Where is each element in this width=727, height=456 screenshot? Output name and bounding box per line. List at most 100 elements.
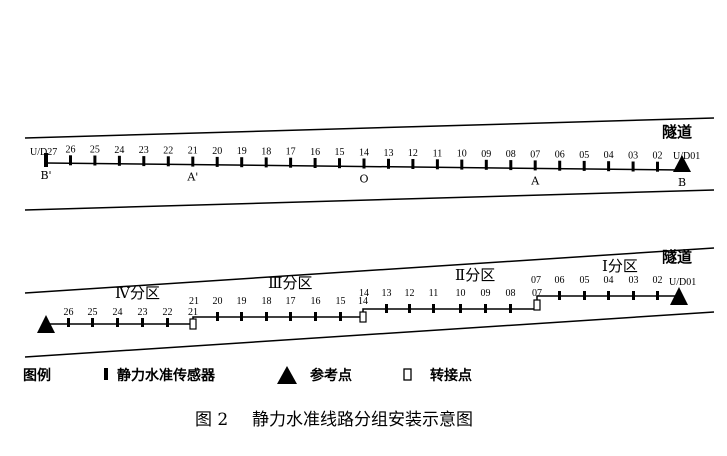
sensor-marker (67, 318, 70, 327)
sensor-label: 09 (481, 288, 491, 299)
sensor-marker (338, 158, 341, 169)
sensor-label: 14 (358, 296, 368, 307)
sensor-label: 10 (456, 288, 466, 299)
sensor-marker (91, 318, 94, 327)
figure-caption: 图 2 静力水准线路分组安装示意图 (195, 410, 473, 430)
sensor-label: 09 (481, 149, 491, 160)
sensor-tick-icon (104, 368, 108, 380)
sensor-label: 17 (286, 147, 296, 158)
sensor-label: 12 (408, 148, 418, 159)
sensor-marker (607, 291, 610, 300)
sensor-label: 11 (429, 288, 439, 299)
sensor-marker (459, 304, 462, 313)
legend: 图例 静力水准传感器 参考点 转接点 (23, 366, 472, 384)
sensor-label: 25 (90, 145, 100, 156)
transfer-point-marker (189, 318, 197, 330)
sensor-marker (117, 155, 121, 166)
legend-transfer-label: 转接点 (430, 367, 472, 384)
sensor-label: 25 (88, 307, 98, 318)
tunnel-wall-bottom-2 (24, 311, 715, 358)
sensor-label: 19 (237, 296, 247, 307)
zone-3-sensors: 21 20 19 18 17 16 15 14 (189, 296, 368, 323)
transfer-point-marker (533, 299, 541, 311)
sensor-marker (289, 312, 292, 321)
sensor-label: 02 (653, 275, 663, 286)
sensor-label: 22 (163, 145, 173, 156)
sensor-marker (362, 158, 366, 169)
sensor-marker (656, 291, 659, 300)
sensor-label: 02 (653, 151, 663, 162)
sensor-label: 14 (359, 288, 369, 299)
legend-title: 图例 (23, 367, 51, 384)
sensor-label: 16 (310, 147, 320, 158)
sensor-marker (93, 155, 97, 166)
sensor-marker (265, 312, 268, 321)
sensor-label: 19 (237, 146, 247, 157)
sensor-marker (432, 304, 435, 313)
sensor-label: 13 (382, 288, 392, 299)
sensor-label: 18 (261, 146, 271, 157)
sensor-label: 08 (506, 149, 516, 160)
sensor-marker (533, 160, 537, 171)
sensor-label: 18 (262, 296, 272, 307)
sensor-marker (484, 159, 488, 170)
sensor-marker (631, 161, 635, 172)
sensor-label: 05 (579, 150, 589, 161)
zone-1-sensors: 07 06 05 04 03 02 (531, 275, 663, 300)
sensor-marker (339, 312, 342, 321)
sensor-label: 21 (188, 146, 198, 157)
sensor-label: 15 (336, 296, 346, 307)
sensor-marker (582, 160, 586, 171)
sensor-label: 21 (188, 307, 198, 318)
sensor-label: 22 (163, 307, 173, 318)
point-label: B' (40, 169, 51, 182)
sensor-label: 07 (532, 288, 542, 299)
hollow-square-icon (403, 368, 412, 381)
sensor-marker (215, 156, 219, 167)
zone-2-sensors: 14 13 12 11 10 09 08 07 (359, 288, 542, 313)
zone-label-1: Ⅰ分区 (602, 257, 638, 275)
sensor-marker (116, 318, 119, 327)
point-label: A (530, 174, 540, 187)
sensor-label: 11 (433, 148, 443, 159)
sensor-marker (141, 318, 144, 327)
sensor-marker (313, 158, 317, 168)
sensor-label: 13 (384, 148, 394, 159)
sensor-marker (411, 159, 415, 169)
tunnel-label-2: 隧道 (662, 248, 692, 266)
sensor-marker (656, 161, 659, 172)
sensor-marker (558, 160, 562, 171)
sensor-label: 03 (628, 151, 638, 162)
sensor-label: 03 (629, 275, 639, 286)
reference-point-triangle-1 (673, 155, 691, 172)
sensor-marker (240, 312, 243, 321)
sensor-marker (166, 318, 169, 327)
sensor-marker (607, 161, 611, 172)
end-left-label-1: U/D27 (30, 147, 57, 158)
sensor-label: 04 (604, 150, 614, 161)
zone-label-4: Ⅳ分区 (115, 284, 160, 302)
sensor-label: 15 (335, 147, 345, 158)
tunnel-wall-top-1 (24, 117, 715, 139)
sensor-label: 05 (580, 275, 590, 286)
sensor-label: 26 (64, 307, 74, 318)
caption-number: 图 2 (195, 410, 228, 430)
sensor-label: 14 (359, 148, 369, 159)
sensor-label: 16 (311, 296, 321, 307)
point-label: B (678, 176, 686, 189)
sensor-label: 26 (66, 144, 76, 155)
sensor-label: 07 (531, 275, 541, 286)
caption-title: 静力水准线路分组安装示意图 (252, 410, 473, 430)
sensor-label: 12 (405, 288, 415, 299)
legend-sensor-label: 静力水准传感器 (117, 367, 216, 384)
sensor-marker (484, 304, 487, 313)
sensor-marker (216, 312, 219, 321)
legend-reference-label: 参考点 (310, 367, 352, 384)
sensor-label: 17 (286, 296, 296, 307)
zone-label-3: Ⅲ分区 (268, 274, 312, 292)
sensor-label: 24 (114, 145, 124, 156)
sensor-marker (314, 312, 317, 321)
transfer-point-marker (359, 311, 367, 323)
